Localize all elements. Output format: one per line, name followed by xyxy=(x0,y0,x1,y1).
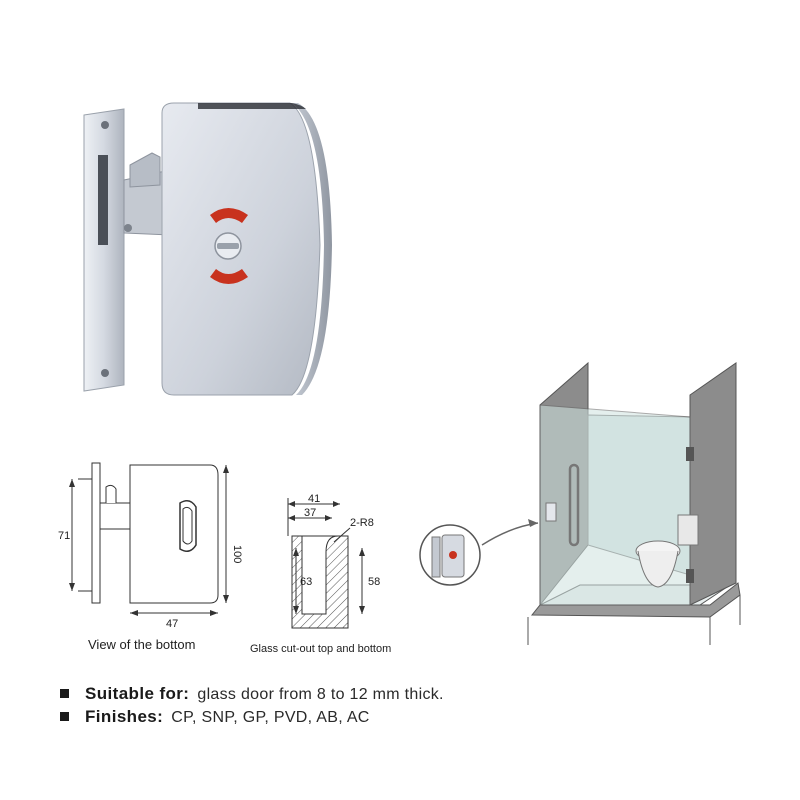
spec-label: Suitable for: xyxy=(85,684,190,703)
dim-63: 63 xyxy=(300,576,312,588)
drawing-view-of-bottom: 71 100 47 xyxy=(58,462,243,630)
spec-value: glass door from 8 to 12 mm thick. xyxy=(197,686,444,703)
cutout-profile xyxy=(301,535,339,615)
keyhole-slot xyxy=(179,500,197,552)
spec-label: Finishes: xyxy=(85,707,164,726)
door-lock xyxy=(545,502,557,522)
dim-2-r8: 2-R8 xyxy=(350,517,374,529)
dim-71: 71 xyxy=(58,530,70,542)
detail-arrow xyxy=(481,522,539,546)
door-handle xyxy=(568,463,580,547)
lock-detail-inset xyxy=(419,524,481,586)
product-photo-glass-door-lock xyxy=(83,102,332,396)
occupancy-indicator xyxy=(210,208,248,284)
strike-plate xyxy=(83,108,125,392)
spec-row-finishes: Finishes: CP, SNP, GP, PVD, AB, AC xyxy=(60,707,370,727)
spec-value: CP, SNP, GP, PVD, AB, AC xyxy=(171,709,370,726)
latch-bolt xyxy=(123,152,171,236)
dim-58: 58 xyxy=(368,576,380,588)
toilet xyxy=(635,514,699,588)
dim-47: 47 xyxy=(166,618,178,630)
caption-view-of-bottom: View of the bottom xyxy=(88,637,196,652)
dim-37: 37 xyxy=(304,507,316,519)
bullet-icon xyxy=(60,689,69,698)
caption-glass-cutout: Glass cut-out top and bottom xyxy=(250,643,392,655)
shower-enclosure-illustration xyxy=(419,361,741,645)
bullet-icon xyxy=(60,712,69,721)
dim-41: 41 xyxy=(308,493,320,505)
drawing-glass-cutout: 41 37 2-R8 63 58 xyxy=(287,493,380,629)
spec-row-suitable: Suitable for: glass door from 8 to 12 mm… xyxy=(60,684,444,704)
dim-100: 100 xyxy=(231,545,243,563)
lock-body xyxy=(161,102,332,396)
drawing-strike-plate xyxy=(91,462,101,604)
